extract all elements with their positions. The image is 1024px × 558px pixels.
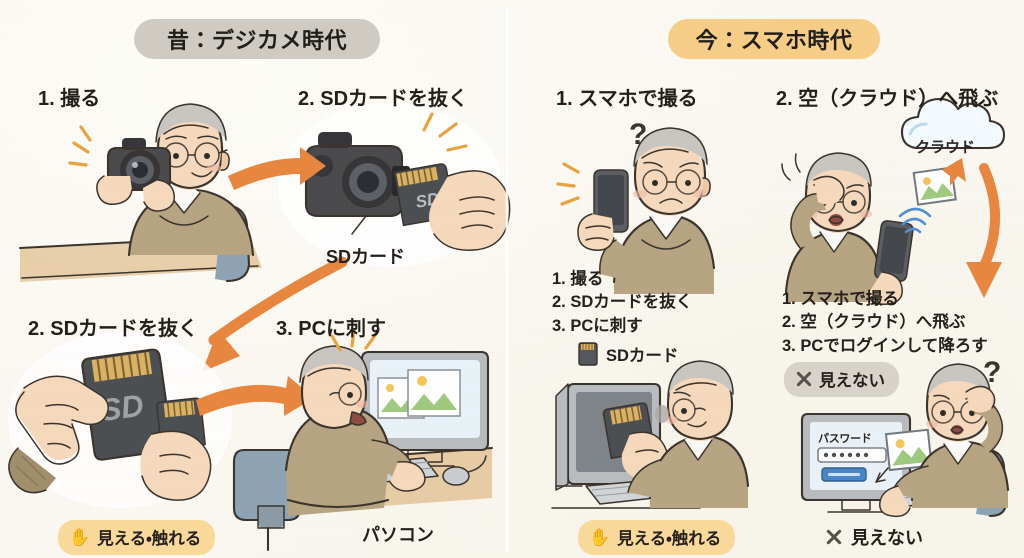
left-panel-title-text: 昔：デジカメ時代 (166, 28, 347, 53)
illustration-hands-holding-sd: SD (8, 332, 232, 508)
cloud-shape (900, 97, 1006, 150)
arrow-to-pc (196, 376, 314, 416)
left-step-2-heading: 2. SDカードを抜く (298, 88, 469, 110)
steps-list-new-item-2: 2. 空（クラウド）へ飛ぶ (782, 313, 966, 332)
visible-touchable-badge-left: ✋ 見える・触れる (58, 520, 216, 555)
illustration-man-at-pc (232, 328, 494, 552)
x-icon (795, 371, 812, 388)
left-step-3-heading: 3. PCに刺す (276, 318, 387, 340)
sd-card-note: SDカード (578, 342, 678, 366)
steps-list-new-item-1: 1. スマホで撮る (782, 290, 899, 308)
arrow-cloud-down (966, 163, 1002, 298)
x-icon (824, 527, 844, 547)
right-step-1-heading: 1. スマホで撮る (556, 88, 698, 110)
sd-card-label: SDカード (326, 247, 406, 267)
password-screen-label: パスワード (818, 433, 872, 445)
steps-list-old: 1. 撮る 2. SDカードを抜く 3. PCに刺す (552, 268, 692, 338)
hand-icon: ✋ (589, 527, 611, 547)
right-panel-title: 今：スマホ時代 (668, 19, 880, 59)
steps-list-old-item-2: 2. SDカードを抜く (552, 293, 693, 312)
sd-card-note-text: SDカード (606, 347, 679, 365)
panel-divider (505, 6, 509, 552)
invisible-badge-bottom: 見えない (824, 519, 937, 556)
illustration-camera-eject-sd: SD (278, 103, 511, 267)
right-panel-title-text: 今：スマホ時代 (695, 28, 853, 53)
invisible-badge-top-text: 見えない (819, 372, 885, 390)
arrow-step1-to-step2 (228, 147, 326, 190)
sd-card-icon (578, 342, 598, 366)
pc-label: パソコン (362, 525, 434, 545)
visible-touchable-badge-left-text: 見える・触れる (97, 530, 202, 548)
illustration-man-password-screen (800, 363, 1010, 518)
invisible-badge-bottom-text: 見えない (851, 528, 923, 548)
illustration-man-pc-sdcard (551, 360, 750, 509)
hand-icon: ✋ (69, 527, 91, 547)
arrow-curved-down (202, 256, 348, 372)
steps-list-old-item-3: 3. PCに刺す (552, 316, 643, 335)
question-mark-2: ? (983, 356, 1002, 389)
left-panel-title: 昔：デジカメ時代 (134, 19, 380, 59)
visible-touchable-badge-right: ✋ 見える・触れる (578, 520, 736, 555)
right-step-2-heading: 2. 空（クラウド）へ飛ぶ (776, 88, 999, 110)
illustration-man-with-phone (556, 127, 716, 294)
cloud-label: クラウド (915, 139, 976, 156)
left-step-2b-heading: 2. SDカードを抜く (28, 318, 199, 340)
question-mark-1: ? (629, 118, 648, 151)
left-step-1-heading: 1. 撮る (38, 88, 101, 110)
illustration-man-with-camera (18, 103, 262, 283)
steps-list-new: 1. スマホで撮る 2. 空（クラウド）へ飛ぶ 3. PCでログインして降ろす (782, 288, 988, 358)
steps-list-old-item-1: 1. 撮る (552, 270, 604, 288)
illustration-man-scratching-head (781, 97, 1006, 306)
steps-list-new-item-3: 3. PCでログインして降ろす (782, 336, 988, 355)
visible-touchable-badge-right-text: 見える・触れる (617, 530, 722, 548)
invisible-badge-top: 見えない (784, 362, 899, 397)
